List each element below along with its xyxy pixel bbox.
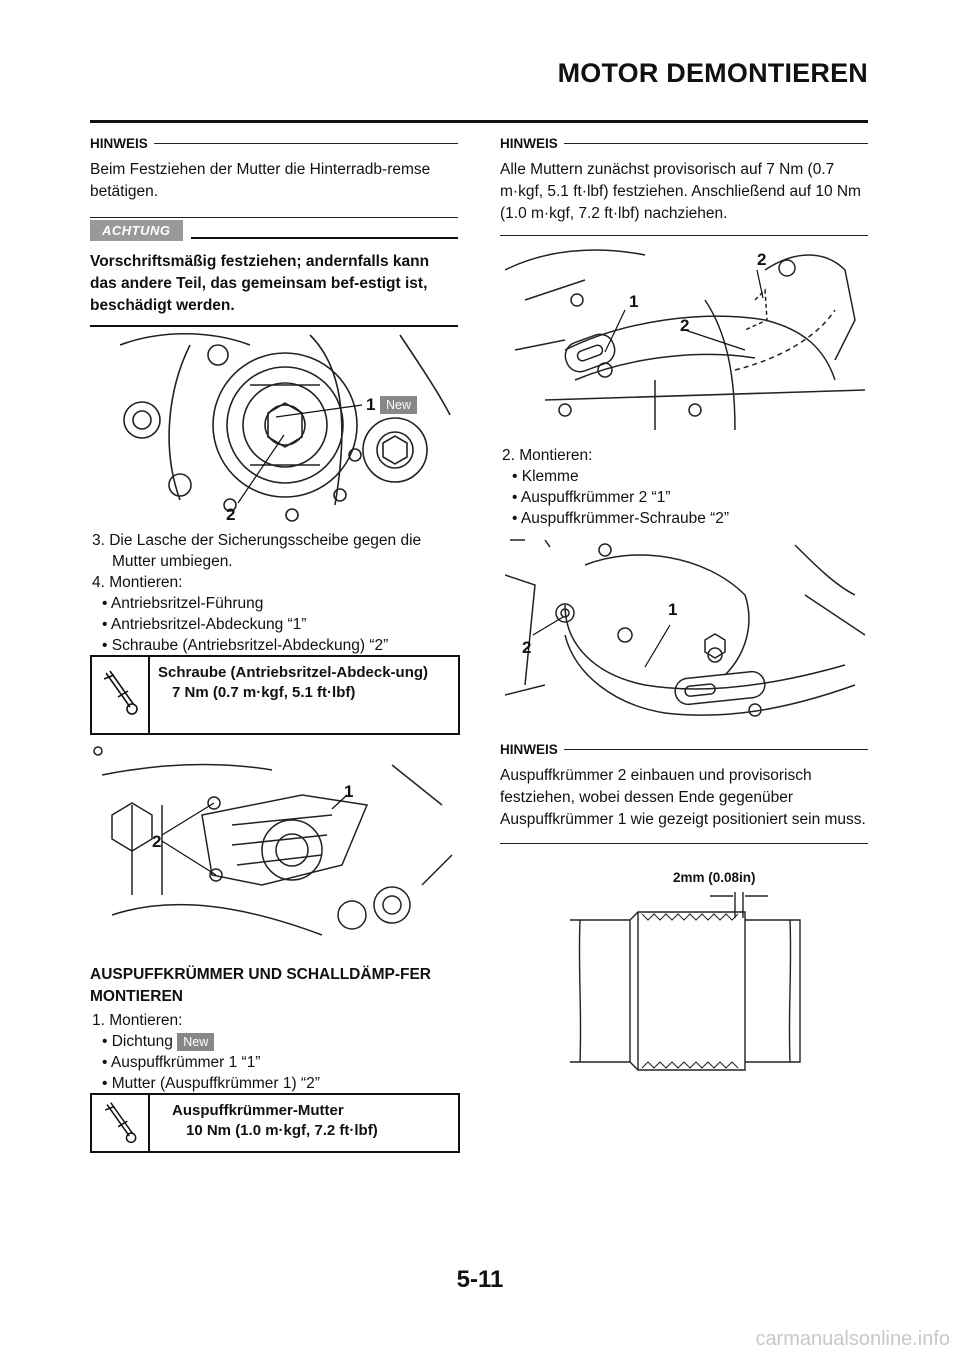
new-badge: New bbox=[177, 1032, 215, 1051]
callout-1: 1 bbox=[629, 292, 639, 311]
figure-exhaust-pipe-1 bbox=[505, 249, 866, 431]
callout-1: 1 bbox=[344, 782, 354, 801]
step-2: 2. Montieren: bbox=[502, 447, 593, 464]
page-title: MOTOR DEMONTIEREN bbox=[557, 58, 868, 88]
step-1-item: • Mutter (Auspuffkrümmer 1) “2” bbox=[102, 1075, 320, 1092]
step-2-item: • Auspuffkrümmer 2 “1” bbox=[512, 489, 671, 506]
callout-2: 2 bbox=[152, 832, 162, 851]
callout-2: 2 bbox=[757, 250, 767, 269]
step-3: 3. Die Lasche der Sicherungsscheibe gege… bbox=[92, 532, 422, 570]
caution-block: ACHTUNG Vorschriftsmäßig festziehen; and… bbox=[90, 220, 458, 327]
step-1: 1. Montieren: bbox=[92, 1012, 183, 1029]
note-hinweis-2: HINWEIS Alle Muttern zunächst provisoris… bbox=[500, 136, 868, 236]
note-text: Auspuffkrümmer 2 einbauen und provisoris… bbox=[500, 767, 866, 828]
note-label: HINWEIS bbox=[500, 136, 558, 151]
figure-sprocket bbox=[119, 332, 451, 522]
section-title: AUSPUFFKRÜMMER UND SCHALLDÄMP-FER MONTIE… bbox=[90, 966, 431, 1005]
step-4: 4. Montieren: bbox=[92, 574, 183, 591]
note-hinweis-1: HINWEIS Beim Festziehen der Mutter die H… bbox=[90, 136, 458, 218]
steps-3-4: 3. Die Lasche der Sicherungsscheibe gege… bbox=[90, 530, 458, 656]
step-2-item: • Klemme bbox=[512, 468, 579, 485]
step-1-item-dichtung: • Dichtung New bbox=[90, 1031, 458, 1052]
note-label: HINWEIS bbox=[90, 136, 148, 151]
step-4-item: • Antriebsritzel-Abdeckung “1” bbox=[102, 616, 307, 633]
note-hinweis-3: HINWEIS Auspuffkrümmer 2 einbauen und pr… bbox=[500, 742, 868, 844]
torque-spec-1: Schraube (Antriebsritzel-Abdeck-ung) 7 N… bbox=[90, 655, 460, 735]
caution-text: Vorschriftsmäßig festziehen; andernfalls… bbox=[90, 253, 430, 314]
dimension-label: 2mm (0.08in) bbox=[673, 870, 756, 885]
figure-pipe-overlap bbox=[570, 892, 801, 1071]
torque-wrench-icon bbox=[92, 657, 150, 733]
new-badge: New bbox=[380, 396, 418, 414]
callout-1: 1 bbox=[668, 600, 678, 619]
header-rule bbox=[90, 120, 868, 123]
callout-2: 2 bbox=[680, 316, 690, 335]
note-text: Alle Muttern zunächst provisorisch auf 7… bbox=[500, 161, 861, 222]
page-number: 5-11 bbox=[456, 1266, 504, 1293]
spec-value: 10 Nm (1.0 m·kgf, 7.2 ft·lbf) bbox=[186, 1122, 378, 1139]
step-4-item: • Schraube (Antriebsritzel-Abdeckung) “2… bbox=[102, 637, 389, 654]
spec-name: Auspuffkrümmer-Mutter bbox=[172, 1102, 344, 1119]
caution-label: ACHTUNG bbox=[90, 220, 183, 241]
watermark: carmanualsonline.info bbox=[755, 1328, 950, 1350]
callout-2: 2 bbox=[226, 505, 236, 524]
figure-sprocket-cover bbox=[93, 746, 453, 936]
torque-wrench-icon bbox=[92, 1095, 150, 1151]
step-2-item: • Auspuffkrümmer-Schraube “2” bbox=[512, 510, 730, 527]
figure-exhaust-pipe-2 bbox=[505, 539, 866, 717]
note-label: HINWEIS bbox=[500, 742, 558, 757]
step-4-item: • Antriebsritzel-Führung bbox=[102, 595, 264, 612]
torque-spec-2: Auspuffkrümmer-Mutter 10 Nm (1.0 m·kgf, … bbox=[90, 1093, 460, 1153]
section-block: AUSPUFFKRÜMMER UND SCHALLDÄMP-FER MONTIE… bbox=[90, 964, 458, 1094]
spec-value: 7 Nm (0.7 m·kgf, 5.1 ft·lbf) bbox=[172, 684, 356, 701]
spec-name: Schraube (Antriebsritzel-Abdeck-ung) bbox=[158, 664, 429, 681]
callout-1: 1 bbox=[366, 395, 376, 414]
callout-2: 2 bbox=[522, 638, 532, 657]
note-text: Beim Festziehen der Mutter die Hinterrad… bbox=[90, 161, 431, 200]
step-1-item: • Auspuffkrümmer 1 “1” bbox=[102, 1054, 261, 1071]
step-2-block: 2. Montieren: • Klemme • Auspuffkrümmer … bbox=[500, 445, 868, 529]
